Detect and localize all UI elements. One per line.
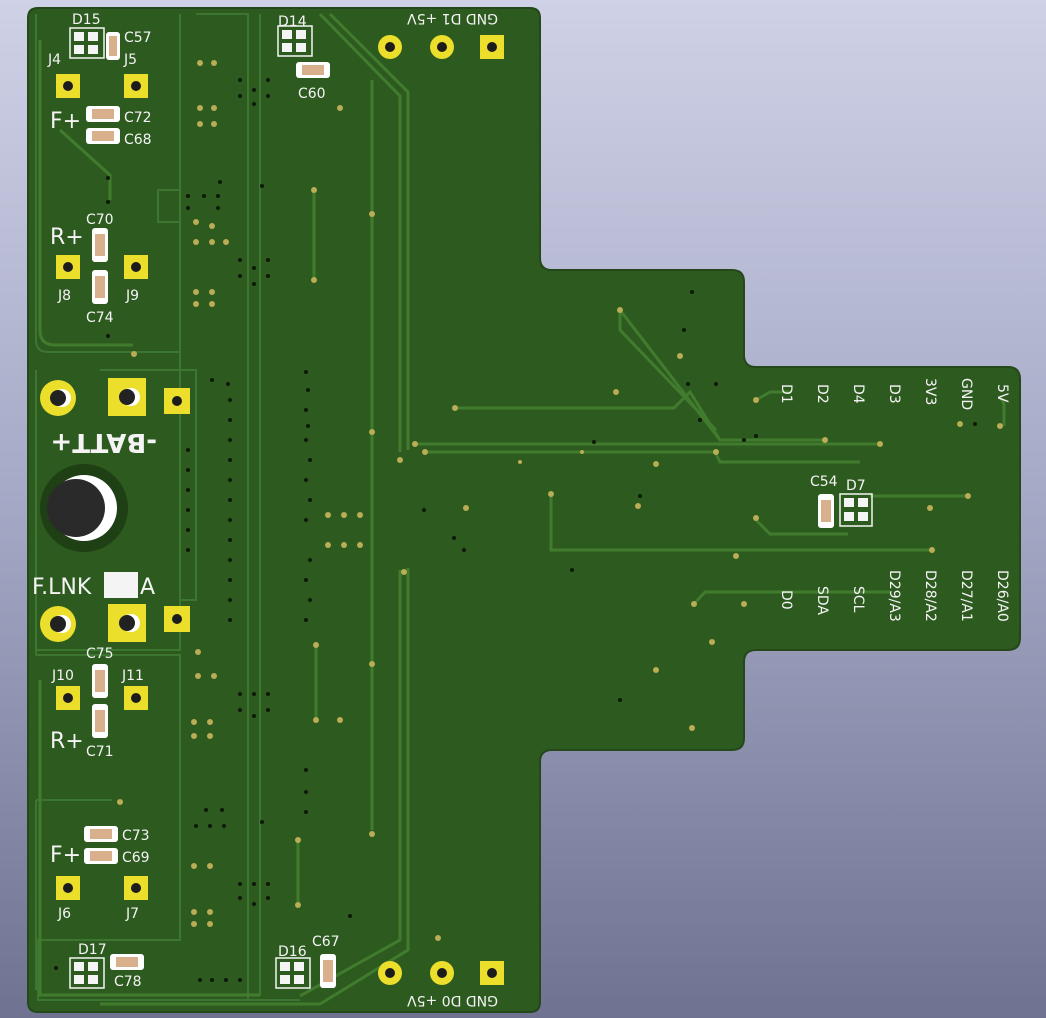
label-c73: C73 [122, 828, 150, 844]
label-bottom-connector: GND D0 +5V [407, 992, 498, 1008]
pad-j6 [56, 876, 80, 900]
header-top-5v: 5V [994, 384, 1010, 403]
label-d7: D7 [846, 478, 866, 494]
pad-flnk-aux [164, 606, 190, 632]
pad-j7 [124, 876, 148, 900]
pad-batt-minus [108, 378, 146, 416]
cap-c72 [86, 106, 120, 122]
header-bot-d27: D27/A1 [958, 570, 974, 622]
label-j8: J8 [57, 288, 71, 304]
pad-batt-plus [40, 380, 76, 416]
pads [40, 35, 504, 985]
label-j7: J7 [125, 906, 139, 922]
header-top-3v3: 3V3 [922, 378, 938, 405]
label-j6: J6 [57, 906, 71, 922]
label-c68: C68 [124, 132, 152, 148]
pad-bot-gnd [480, 961, 504, 985]
label-j11: J11 [121, 668, 144, 684]
cap-c69 [84, 848, 118, 864]
label-c70: C70 [86, 212, 114, 228]
label-j4: J4 [47, 52, 61, 68]
header-bot-d26: D26/A0 [994, 570, 1010, 622]
pad-bot-d0 [430, 961, 454, 985]
led-d14 [277, 25, 313, 57]
label-j5: J5 [123, 52, 137, 68]
led-d17 [69, 957, 105, 989]
pad-j4 [56, 74, 80, 98]
micro-vias [54, 78, 977, 982]
cap-c73 [84, 826, 118, 842]
pad-flnk-2 [108, 604, 146, 642]
cap-c74 [92, 270, 108, 304]
pad-j5 [124, 74, 148, 98]
header-top-d2: D2 [814, 384, 830, 404]
capacitors [84, 32, 834, 988]
cap-c54 [818, 494, 834, 528]
pad-j9 [124, 255, 148, 279]
pad-top-gnd [480, 35, 504, 59]
label-d15: D15 [72, 12, 101, 28]
label-f-plus-bot: F+ [50, 843, 81, 868]
header-top-d4: D4 [850, 384, 866, 404]
label-f-plus-top: F+ [50, 109, 81, 134]
header-top-d1: D1 [778, 384, 794, 404]
fuse-link-block [104, 572, 138, 598]
label-c69: C69 [122, 850, 150, 866]
label-c71: C71 [86, 744, 114, 760]
label-d17: D17 [78, 942, 107, 958]
label-c72: C72 [124, 110, 152, 126]
cap-c60 [296, 62, 330, 78]
pad-batt-aux [164, 388, 190, 414]
vias [117, 60, 1003, 941]
header-top-gnd: GND [958, 378, 974, 410]
label-j9: J9 [125, 288, 139, 304]
label-f-lnk: F.LNK [32, 575, 92, 600]
led-d15 [69, 27, 105, 59]
header-bot-d28: D28/A2 [922, 570, 938, 622]
pad-bot-5v [378, 961, 402, 985]
label-r-plus-top: R+ [50, 225, 84, 250]
cap-c68 [86, 128, 120, 144]
mounting-hole [40, 464, 128, 552]
pad-j8 [56, 255, 80, 279]
header-bot-sda: SDA [814, 586, 830, 615]
header-bot-scl: SCL [850, 586, 866, 613]
pad-top-d1 [430, 35, 454, 59]
label-c74: C74 [86, 310, 114, 326]
pcb-board [27, 7, 1021, 1013]
pad-j10 [56, 686, 80, 710]
label-r-plus-bot: R+ [50, 729, 84, 754]
silkscreen: D15 C57 J4 J5 F+ C72 C68 C70 R+ J8 J9 C7… [32, 10, 1010, 1008]
label-d16: D16 [278, 944, 307, 960]
pad-flnk-1 [40, 606, 76, 642]
label-d14: D14 [278, 14, 307, 30]
label-top-connector: GND D1 +5V [407, 10, 498, 26]
header-top-d3: D3 [886, 384, 902, 404]
label-c75: C75 [86, 646, 114, 662]
led-d7 [839, 493, 873, 527]
label-batt: -BATT+ [50, 427, 157, 457]
label-f-lnk-a: A [140, 575, 155, 600]
cap-c67 [320, 954, 336, 988]
header-bot-d29: D29/A3 [886, 570, 902, 622]
pad-top-5v [378, 35, 402, 59]
label-c57: C57 [124, 30, 152, 46]
cap-c78 [110, 954, 144, 970]
label-c60: C60 [298, 86, 326, 102]
label-c78: C78 [114, 974, 142, 990]
label-j10: J10 [51, 668, 74, 684]
led-d16 [275, 957, 311, 989]
cap-c75 [92, 664, 108, 698]
cap-c70 [92, 228, 108, 262]
leds [69, 25, 873, 989]
pad-j11 [124, 686, 148, 710]
label-c54: C54 [810, 474, 838, 490]
header-bot-d0: D0 [778, 590, 794, 610]
label-c67: C67 [312, 934, 340, 950]
copper-pour-outlines [35, 13, 300, 1001]
cap-c71 [92, 704, 108, 738]
cap-c57 [106, 32, 120, 60]
